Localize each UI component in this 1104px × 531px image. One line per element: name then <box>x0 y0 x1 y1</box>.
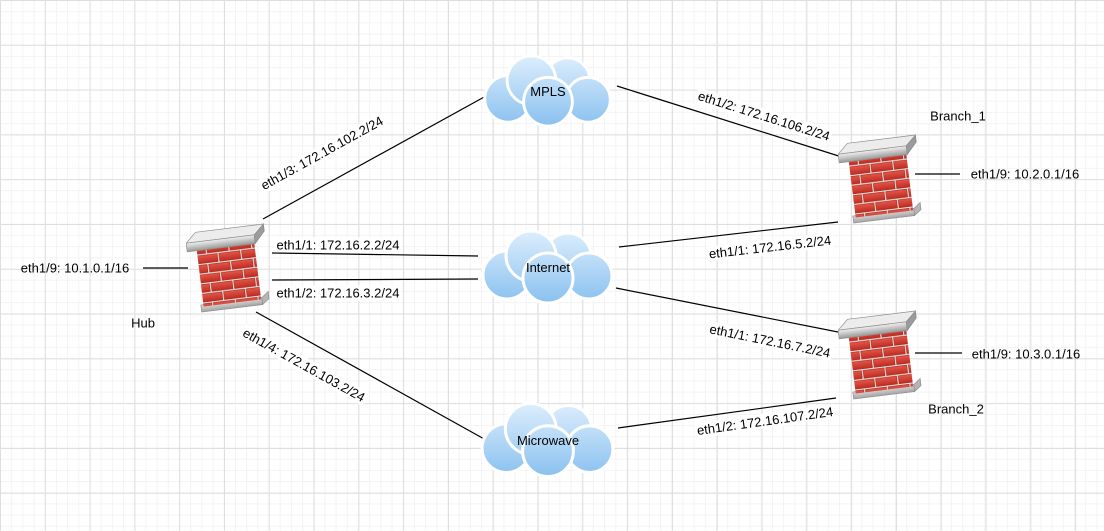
cloud-microwave-label: Microwave <box>516 432 580 448</box>
link-hub-internet-1[interactable] <box>271 252 479 257</box>
firewall-node-branch1[interactable] <box>838 131 924 227</box>
cloud-node-mpls[interactable]: MPLS <box>480 54 616 128</box>
firewall-icon <box>838 135 924 224</box>
hub-name-label: Hub <box>131 315 155 331</box>
firewall-node-branch2[interactable] <box>838 308 924 402</box>
link-hub-mpls[interactable] <box>262 95 487 220</box>
cloud-internet-label: Internet <box>525 259 571 275</box>
edge-label-hub-internet-1: eth1/1: 172.16.2.2/24 <box>274 237 402 253</box>
edge-label-hub-internet-2: eth1/2: 172.16.3.2/24 <box>274 285 402 301</box>
branch1-name-label: Branch_1 <box>930 108 986 124</box>
link-hub-microwave[interactable] <box>255 311 487 441</box>
firewall-node-hub[interactable] <box>186 221 272 315</box>
link-internet-branch2[interactable] <box>615 287 844 334</box>
link-hub-internet-2[interactable] <box>271 278 479 281</box>
cloud-mpls-label: MPLS <box>530 83 566 99</box>
edge-label-branch2-lan: eth1/9: 10.3.0.1/16 <box>971 346 1081 362</box>
firewall-icon <box>186 224 272 313</box>
cloud-node-microwave[interactable]: Microwave <box>479 400 617 480</box>
edge-label-branch1-lan: eth1/9: 10.2.0.1/16 <box>970 166 1080 182</box>
branch2-name-label: Branch_2 <box>928 401 984 417</box>
cloud-node-internet[interactable]: Internet <box>480 229 616 305</box>
edge-label-hub-lan: eth1/9: 10.1.0.1/16 <box>20 260 130 276</box>
link-mpls-branch1[interactable] <box>616 85 846 159</box>
firewall-icon <box>838 311 924 400</box>
link-internet-branch1[interactable] <box>618 221 839 248</box>
link-microwave-branch2[interactable] <box>617 397 837 429</box>
